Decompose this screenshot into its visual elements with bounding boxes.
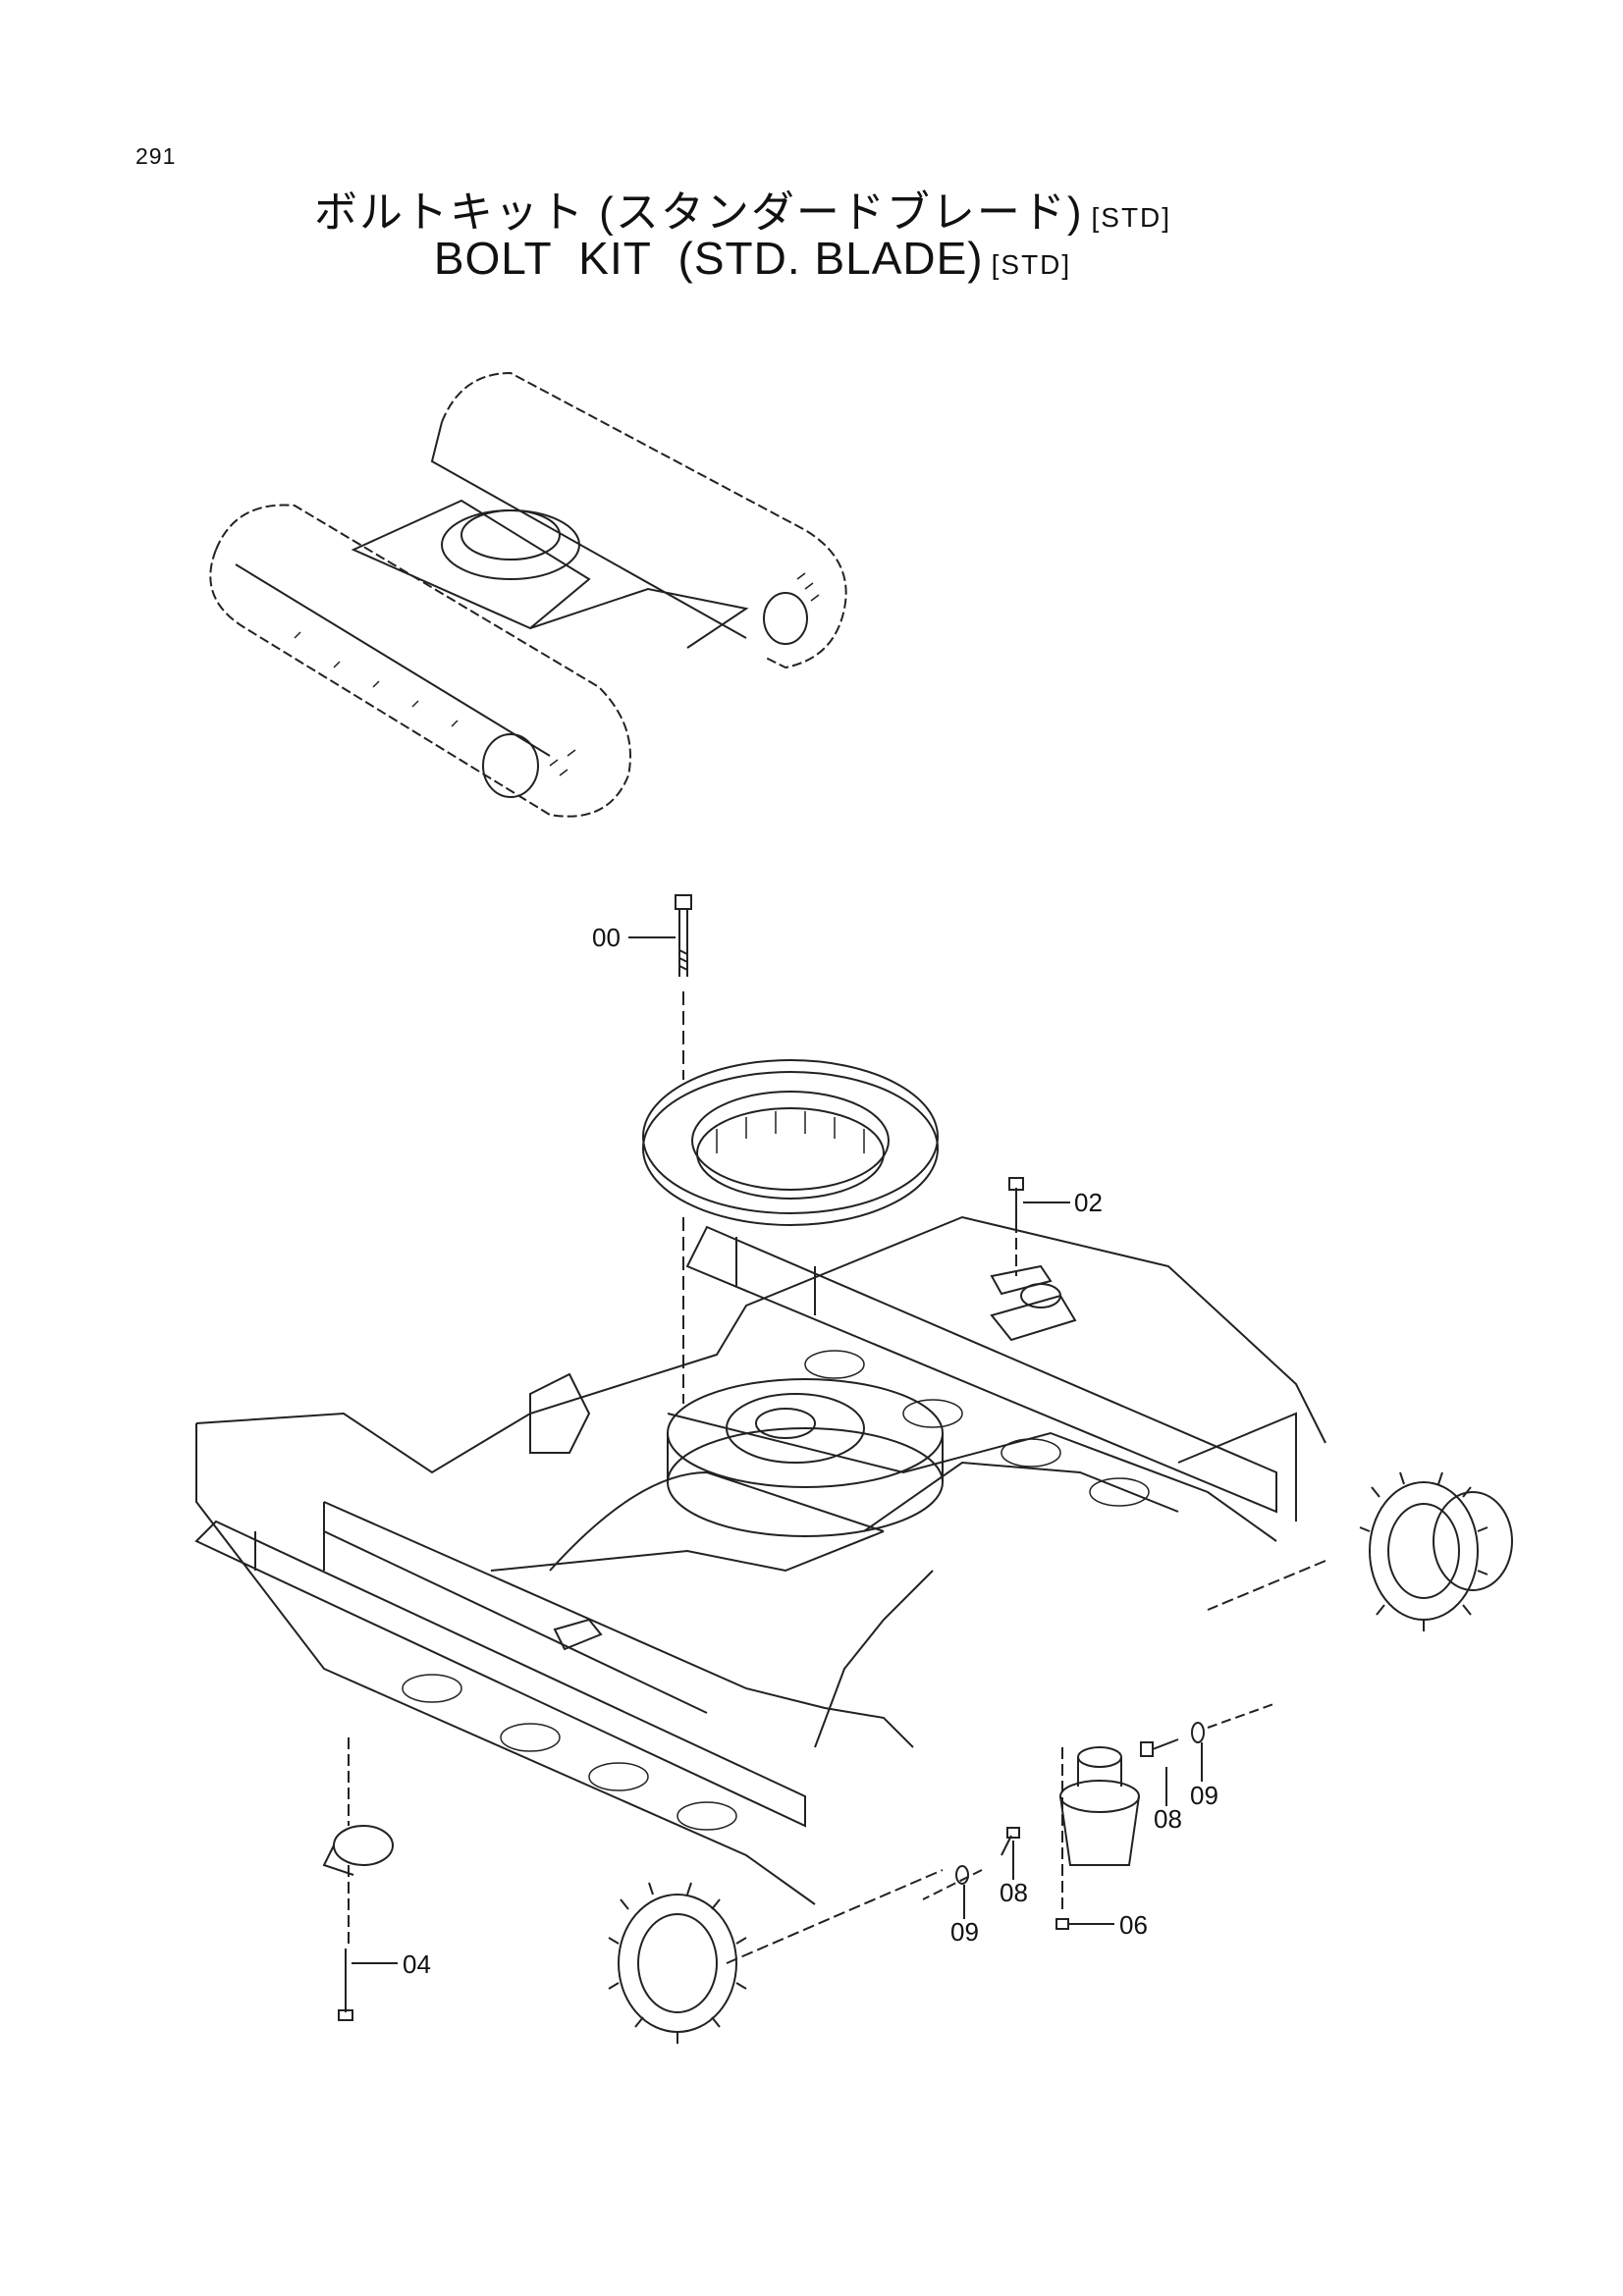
track-rollers-drawing [402, 1350, 1150, 1831]
callout-leaders [352, 936, 1203, 1964]
sprocket-left-drawing [608, 1869, 944, 2044]
title-english: BOLT KIT (STD. BLADE)[STD] [0, 232, 1564, 285]
adjuster-assembly-02-drawing [990, 1177, 1077, 1342]
title-en-text: BOLT KIT (STD. BLADE) [433, 233, 984, 284]
title-jp-tag: [STD] [1091, 202, 1172, 233]
main-frame-drawing [194, 894, 1326, 1905]
sprocket-right-drawing [1207, 1471, 1513, 1631]
callout-08-lower: 08 [1000, 1878, 1028, 1907]
center-hub-drawing [667, 1378, 944, 1537]
callout-09-lower: 09 [950, 1917, 979, 1947]
callout-00: 00 [592, 923, 621, 952]
bolt-washer-lower-drawing [922, 1827, 1020, 1900]
callout-08-right: 08 [1154, 1804, 1182, 1834]
callout-labels: 00 02 04 06 08 09 08 09 [403, 923, 1218, 1979]
adjuster-assembly-04-drawing [322, 1737, 394, 2021]
bolt-washer-right-drawing [1140, 1702, 1277, 1757]
center-joint-06-drawing [1055, 1746, 1140, 1930]
bolt-00-drawing [675, 894, 692, 1080]
callout-09-right: 09 [1190, 1781, 1218, 1810]
undercarriage-overview-drawing [209, 371, 847, 818]
callout-02: 02 [1074, 1188, 1103, 1217]
title-japanese: ボルトキット (スタンダードブレード)[STD] [0, 177, 1554, 240]
page-number: 291 [135, 143, 177, 169]
swing-bearing-drawing [642, 1059, 939, 1226]
callout-06: 06 [1119, 1910, 1148, 1940]
title-jp-text: ボルトキット (スタンダードブレード) [313, 188, 1084, 237]
title-en-tag: [STD] [991, 249, 1072, 280]
callout-04: 04 [403, 1949, 431, 1979]
